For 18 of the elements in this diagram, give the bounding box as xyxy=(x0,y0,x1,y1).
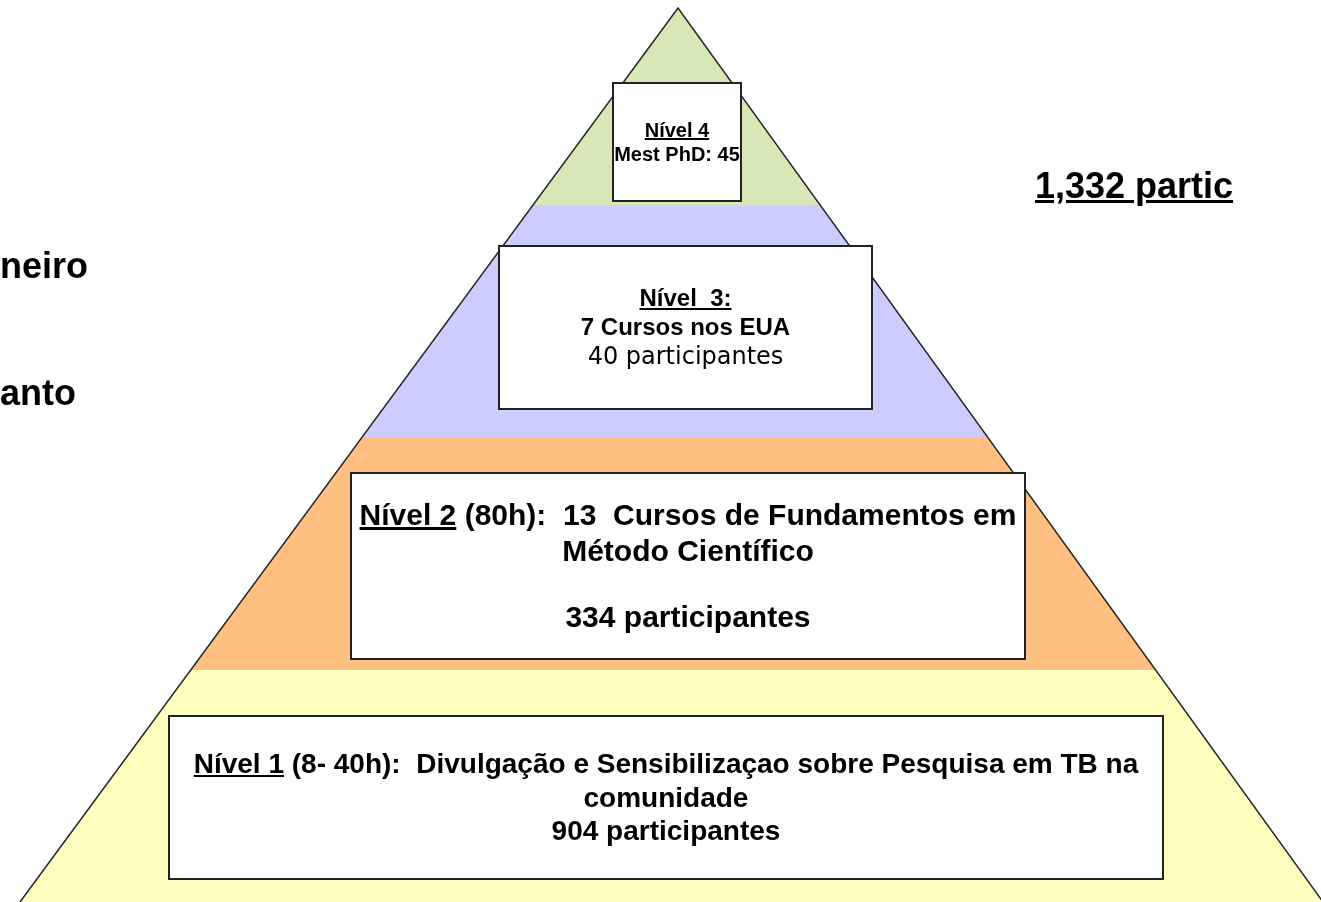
level-2-box xyxy=(350,472,1026,660)
level-text: (8- 40h): Divulgação e Sensibilizaçao sobre Pesquisa em TB na comunidade xyxy=(291,748,1140,813)
total-text: 1,332 partic xyxy=(1035,165,1234,207)
level-heading: Nível 3: xyxy=(639,284,732,314)
level-heading: Nível 2 xyxy=(359,498,457,531)
level-text: 7 Cursos nos EUA xyxy=(580,313,791,342)
level-text: 334 participantes xyxy=(565,599,811,635)
level-text: (80h): 13 Cursos de Fundamentos em Método Científico xyxy=(464,498,1018,567)
level-text: 904 participantes xyxy=(551,814,781,848)
side-text: anto xyxy=(0,372,76,414)
level-1-box xyxy=(168,715,1164,880)
side-text: neiro xyxy=(0,245,88,287)
level-text: 40 participantes xyxy=(587,341,784,371)
level-3-box xyxy=(498,245,873,410)
level-4-box xyxy=(612,82,742,202)
level-heading: Nível 1 xyxy=(193,748,284,780)
level-text: Mest PhD: 45 xyxy=(614,142,740,166)
level-heading: Nível 4 xyxy=(644,118,710,142)
